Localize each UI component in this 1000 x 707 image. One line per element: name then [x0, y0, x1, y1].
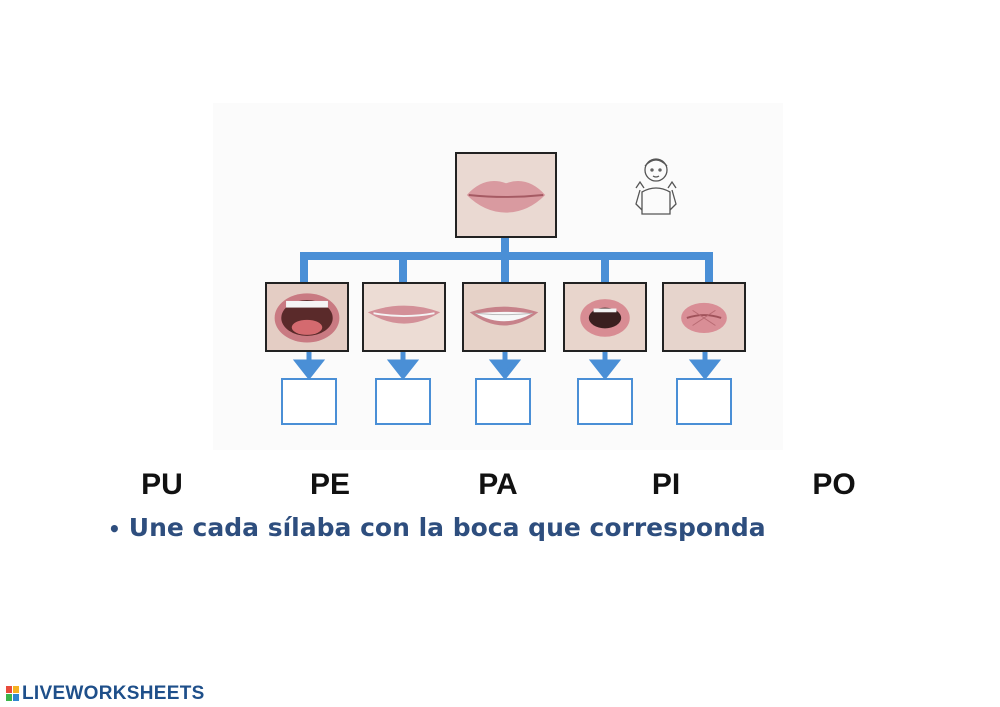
answer-box-2[interactable]: [375, 378, 431, 425]
bullet-icon: •: [108, 517, 121, 541]
instruction-text: • Une cada sílaba con la boca que corresp…: [108, 513, 766, 542]
answer-box-1[interactable]: [281, 378, 337, 425]
syllable-pu[interactable]: PU: [141, 468, 183, 501]
teeth-smile-photo: [462, 282, 546, 352]
brand-name: LIVEWORKSHEETS: [22, 683, 205, 704]
child-signing-icon: [632, 152, 680, 218]
syllable-pi[interactable]: PI: [651, 468, 681, 501]
brand-footer: LIVEWORKSHEETS: [6, 683, 205, 705]
answer-box-3[interactable]: [475, 378, 531, 425]
answer-box-4[interactable]: [577, 378, 633, 425]
closed-lips-photo: [455, 152, 557, 238]
smiling-lips-photo: [362, 282, 446, 352]
liveworksheets-logo-icon: [6, 686, 19, 701]
open-mouth-photo: [265, 282, 349, 352]
syllable-pe[interactable]: PE: [309, 468, 351, 501]
instruction-label: Une cada sílaba con la boca que correspo…: [128, 513, 766, 542]
pursed-lips-photo: [662, 282, 746, 352]
answer-box-5[interactable]: [676, 378, 732, 425]
syllable-po[interactable]: PO: [812, 468, 856, 501]
syllable-pa[interactable]: PA: [478, 468, 518, 501]
round-mouth-photo: [563, 282, 647, 352]
